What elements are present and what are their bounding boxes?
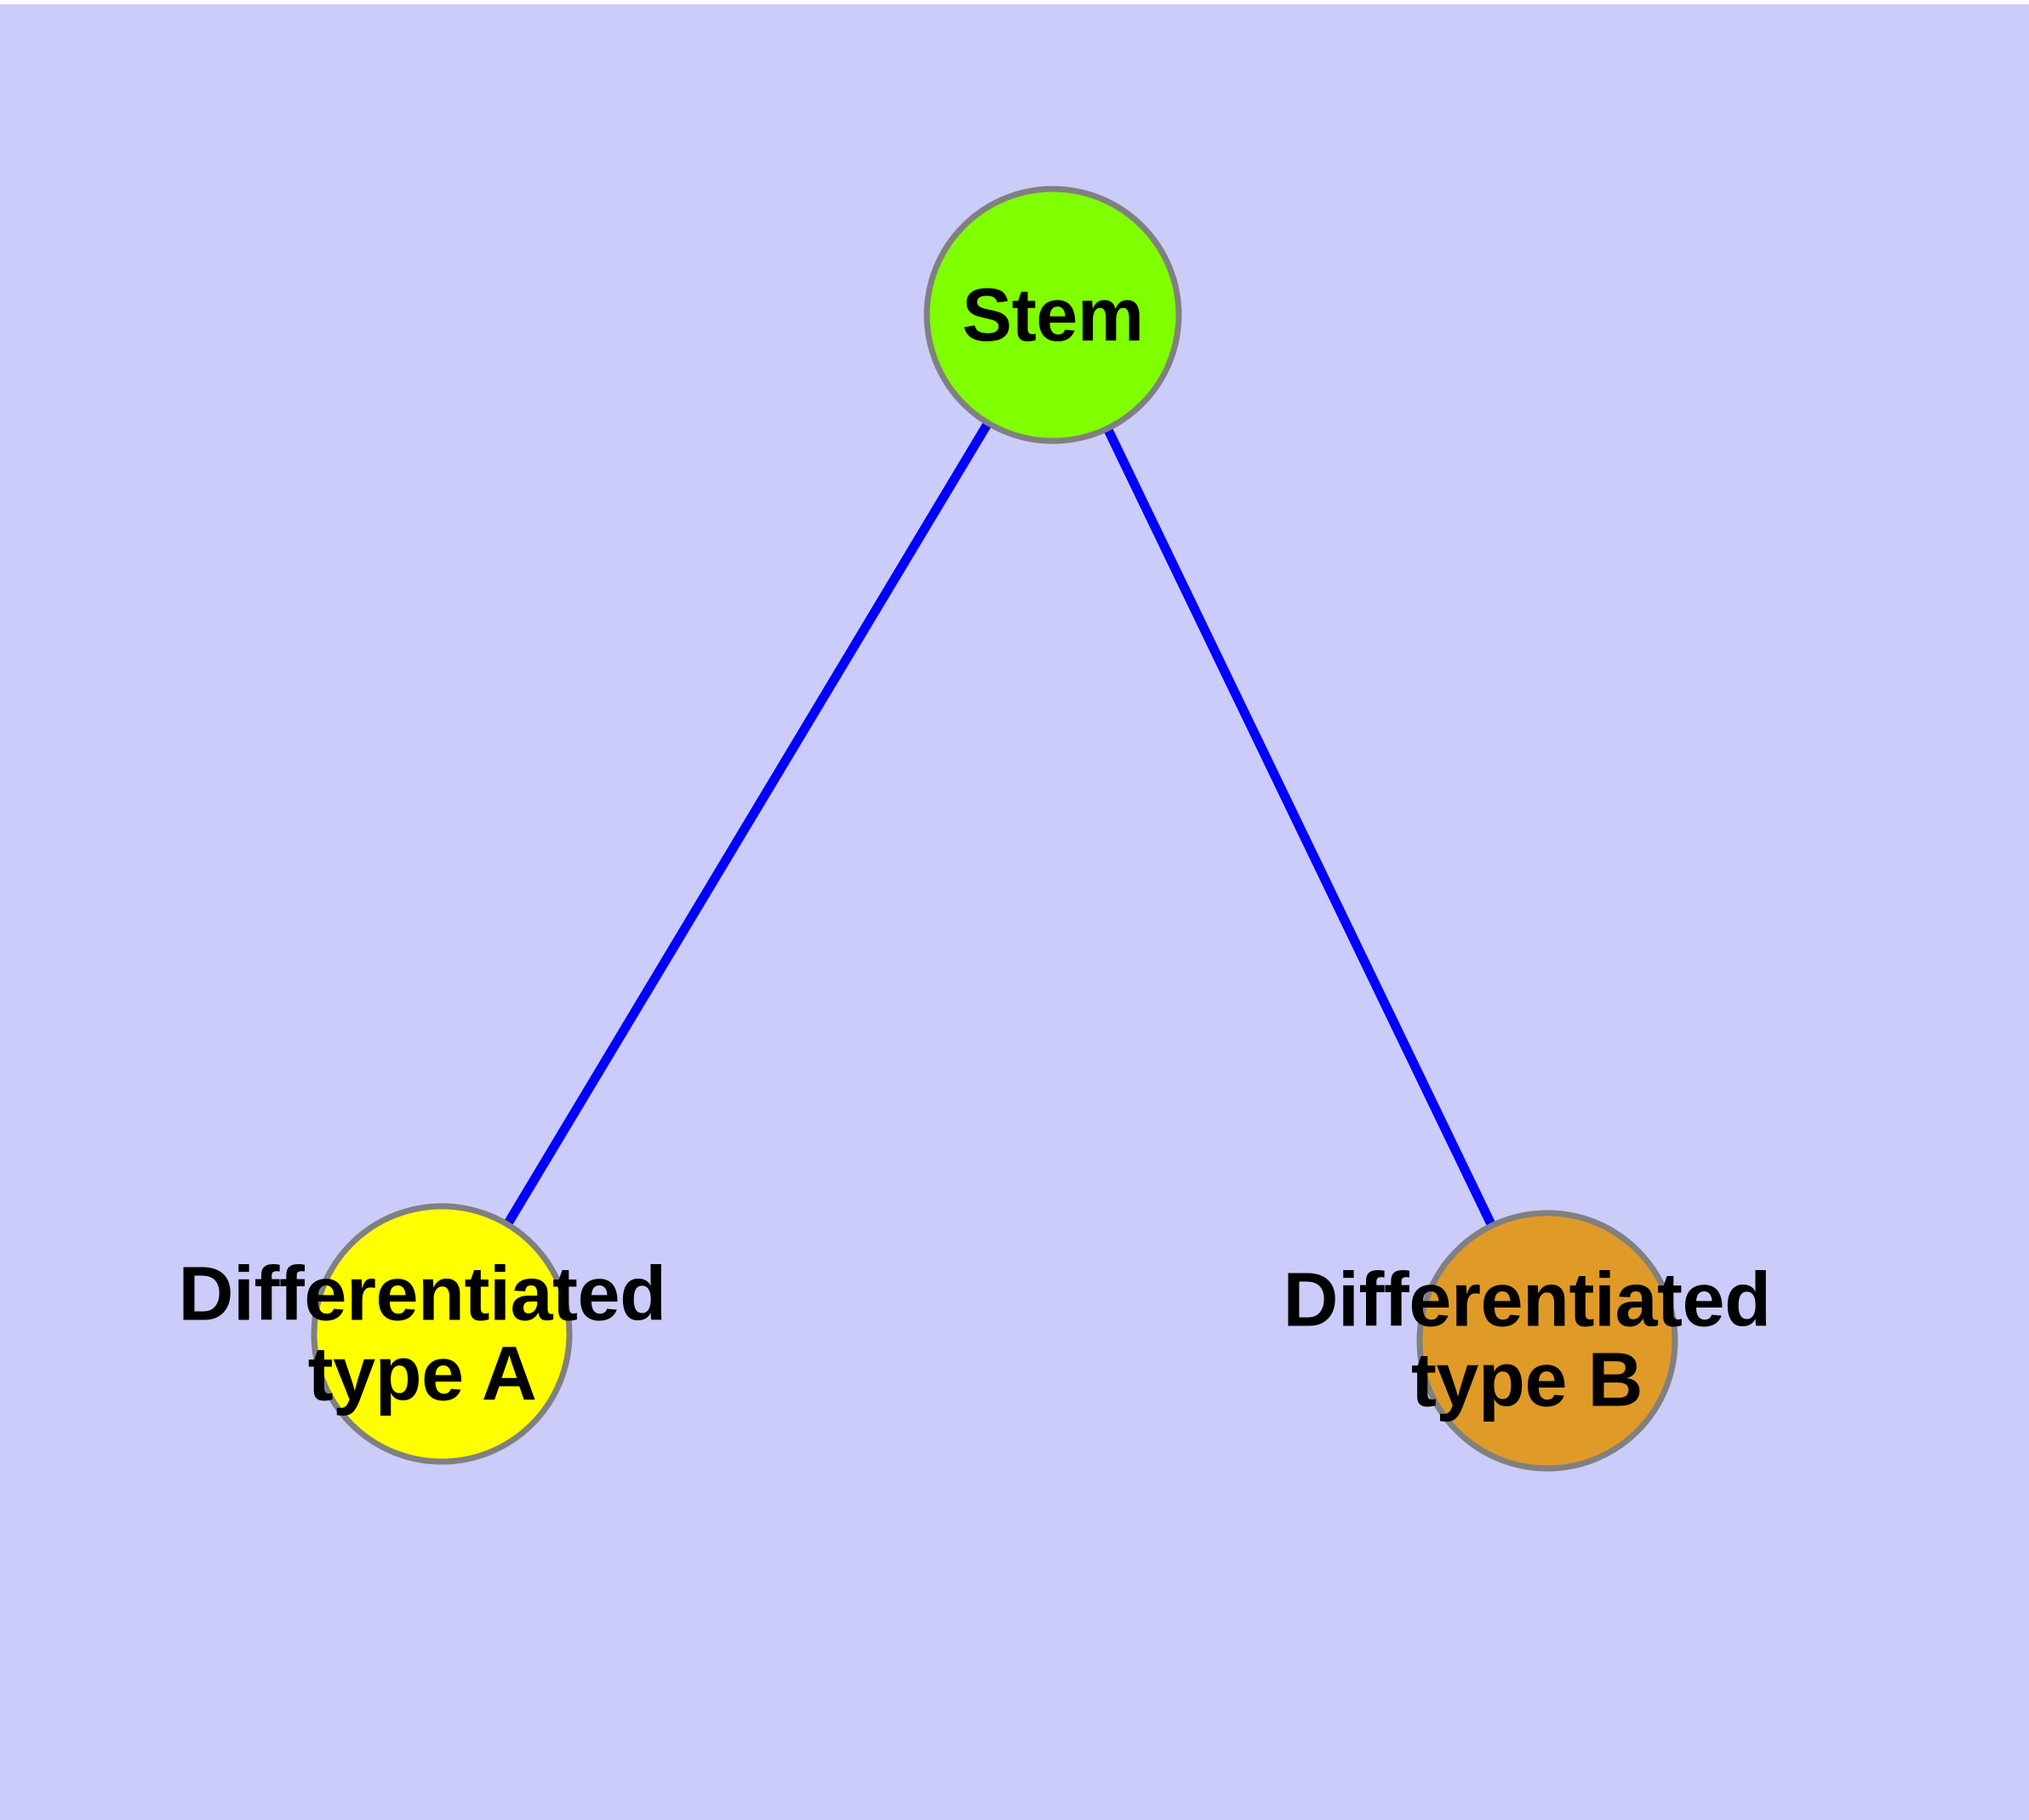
edge-stem-to-diff_b xyxy=(1049,312,1552,1343)
node-circle-diff-b[interactable] xyxy=(1416,1210,1678,1472)
edge-stem-to-diff_a xyxy=(437,312,1057,1336)
edges-group xyxy=(437,312,1552,1343)
nodes-group xyxy=(311,186,1678,1472)
node-circle-stem[interactable] xyxy=(923,186,1182,444)
node-circle-diff-a[interactable] xyxy=(311,1203,573,1465)
